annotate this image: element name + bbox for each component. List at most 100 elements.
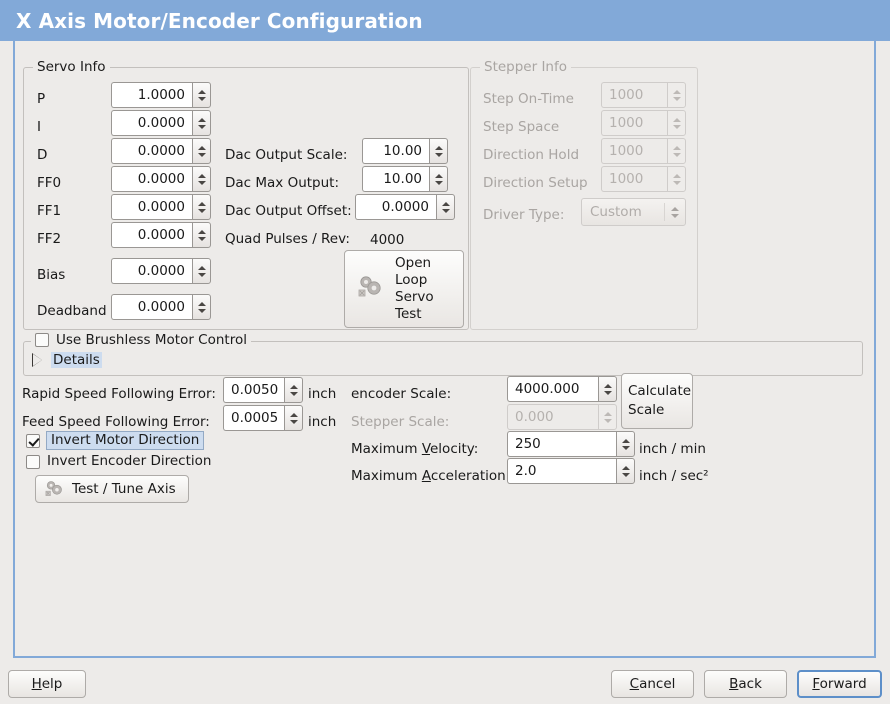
spin-down-icon[interactable]: [603, 390, 612, 395]
servo-spin-i-buttons[interactable]: [192, 110, 211, 136]
servo-spin-ff1[interactable]: 0.0000: [111, 194, 211, 220]
servo-value-i[interactable]: 0.0000: [111, 110, 192, 136]
servo-spin-p[interactable]: 1.0000: [111, 82, 211, 108]
servo-spin-d[interactable]: 0.0000: [111, 138, 211, 164]
spin-down-icon[interactable]: [197, 96, 206, 101]
maximum-velocity-buttons[interactable]: [616, 431, 635, 457]
spin-up-icon[interactable]: [197, 89, 206, 94]
servo-spin-ff2[interactable]: 0.0000: [111, 222, 211, 248]
checkbox-box[interactable]: [26, 454, 40, 469]
spin-down-icon[interactable]: [621, 445, 630, 450]
spin-down-icon[interactable]: [197, 180, 206, 185]
spin-down-icon[interactable]: [197, 272, 206, 277]
dac-output-offset-value[interactable]: 0.0000: [355, 194, 436, 220]
servo-label-ff1: FF1: [37, 203, 62, 219]
spin-up-icon[interactable]: [621, 465, 630, 470]
spin-up-icon[interactable]: [603, 383, 612, 388]
servo-spin-ff0[interactable]: 0.0000: [111, 166, 211, 192]
servo-spin-i[interactable]: 0.0000: [111, 110, 211, 136]
invert-encoder-direction-checkbox[interactable]: Invert Encoder Direction: [26, 454, 211, 469]
servo-spin-bias[interactable]: 0.0000: [111, 258, 211, 284]
servo-value-deadband[interactable]: 0.0000: [111, 294, 192, 320]
spin-down-icon[interactable]: [197, 124, 206, 129]
dac-output-offset-spin[interactable]: 0.0000: [355, 194, 455, 220]
brushless-details-expander[interactable]: Details: [32, 352, 102, 368]
servo-spin-d-buttons[interactable]: [192, 138, 211, 164]
spin-down-icon[interactable]: [197, 152, 206, 157]
rapid-speed-following-error-spin[interactable]: 0.0050: [223, 377, 303, 403]
use-brushless-motor-control-checkbox[interactable]: Use Brushless Motor Control: [35, 332, 247, 348]
dac-output-scale-spin[interactable]: 10.00: [362, 138, 448, 164]
spin-up-icon[interactable]: [197, 145, 206, 150]
spin-down-icon[interactable]: [434, 152, 443, 157]
servo-label-p: P: [37, 91, 46, 107]
open-loop-line-1: Open: [395, 255, 432, 271]
servo-spin-ff1-buttons[interactable]: [192, 194, 211, 220]
help-button[interactable]: Help: [8, 670, 86, 698]
spin-up-icon[interactable]: [289, 384, 298, 389]
dac-output-scale-buttons[interactable]: [429, 138, 448, 164]
spin-down-icon[interactable]: [621, 472, 630, 477]
spin-up-icon[interactable]: [197, 201, 206, 206]
invert-motor-direction-checkbox[interactable]: Invert Motor Direction: [26, 431, 205, 450]
servo-value-p[interactable]: 1.0000: [111, 82, 192, 108]
help-accelerator: H: [31, 676, 42, 692]
servo-spin-bias-buttons[interactable]: [192, 258, 211, 284]
step-on-time-label: Step On-Time: [483, 91, 574, 107]
encoder-scale-spin[interactable]: 4000.000: [507, 376, 617, 402]
servo-spin-p-buttons[interactable]: [192, 82, 211, 108]
rapid-speed-spin-buttons[interactable]: [284, 377, 303, 403]
spin-up-icon[interactable]: [434, 145, 443, 150]
spin-up-icon[interactable]: [197, 173, 206, 178]
feed-speed-spin-buttons[interactable]: [284, 405, 303, 431]
maximum-acceleration-buttons[interactable]: [616, 458, 635, 484]
spin-up-icon[interactable]: [434, 173, 443, 178]
servo-value-d[interactable]: 0.0000: [111, 138, 192, 164]
spin-down-icon[interactable]: [197, 208, 206, 213]
dac-output-scale-value[interactable]: 10.00: [362, 138, 429, 164]
dac-max-output-buttons[interactable]: [429, 166, 448, 192]
spin-down-icon[interactable]: [441, 208, 450, 213]
maximum-velocity-value[interactable]: 250: [507, 431, 616, 457]
servo-spin-deadband-buttons[interactable]: [192, 294, 211, 320]
maximum-acceleration-spin[interactable]: 2.0: [507, 458, 635, 484]
servo-value-ff0[interactable]: 0.0000: [111, 166, 192, 192]
chevron-right-icon[interactable]: [32, 353, 42, 367]
checkbox-box[interactable]: [26, 433, 40, 448]
servo-value-ff2[interactable]: 0.0000: [111, 222, 192, 248]
test-tune-axis-button[interactable]: Test / Tune Axis: [35, 475, 189, 503]
dac-max-output-value[interactable]: 10.00: [362, 166, 429, 192]
spin-up-icon[interactable]: [621, 438, 630, 443]
spin-down-icon[interactable]: [434, 180, 443, 185]
spin-up-icon[interactable]: [289, 412, 298, 417]
spin-down-icon[interactable]: [289, 419, 298, 424]
open-loop-servo-test-button[interactable]: Open Loop Servo Test: [344, 250, 464, 328]
cancel-button[interactable]: Cancel: [611, 670, 694, 698]
servo-value-bias[interactable]: 0.0000: [111, 258, 192, 284]
spin-down-icon[interactable]: [197, 308, 206, 313]
encoder-scale-value[interactable]: 4000.000: [507, 376, 598, 402]
servo-spin-deadband[interactable]: 0.0000: [111, 294, 211, 320]
forward-button[interactable]: Forward: [797, 670, 882, 698]
spin-up-icon[interactable]: [441, 201, 450, 206]
spin-up-icon[interactable]: [197, 301, 206, 306]
spin-up-icon[interactable]: [197, 265, 206, 270]
servo-value-ff1[interactable]: 0.0000: [111, 194, 192, 220]
feed-speed-following-error-value[interactable]: 0.0005: [223, 405, 284, 431]
dac-max-output-spin[interactable]: 10.00: [362, 166, 448, 192]
spin-down-icon[interactable]: [289, 391, 298, 396]
encoder-scale-buttons[interactable]: [598, 376, 617, 402]
calculate-scale-button[interactable]: Calculate Scale: [621, 373, 693, 429]
servo-spin-ff2-buttons[interactable]: [192, 222, 211, 248]
spin-up-icon[interactable]: [197, 117, 206, 122]
spin-down-icon[interactable]: [197, 236, 206, 241]
rapid-speed-following-error-value[interactable]: 0.0050: [223, 377, 284, 403]
back-button[interactable]: Back: [704, 670, 787, 698]
feed-speed-following-error-spin[interactable]: 0.0005: [223, 405, 303, 431]
dac-output-offset-buttons[interactable]: [436, 194, 455, 220]
maximum-velocity-spin[interactable]: 250: [507, 431, 635, 457]
servo-spin-ff0-buttons[interactable]: [192, 166, 211, 192]
spin-up-icon[interactable]: [197, 229, 206, 234]
checkbox-box[interactable]: [35, 333, 49, 347]
maximum-acceleration-value[interactable]: 2.0: [507, 458, 616, 484]
